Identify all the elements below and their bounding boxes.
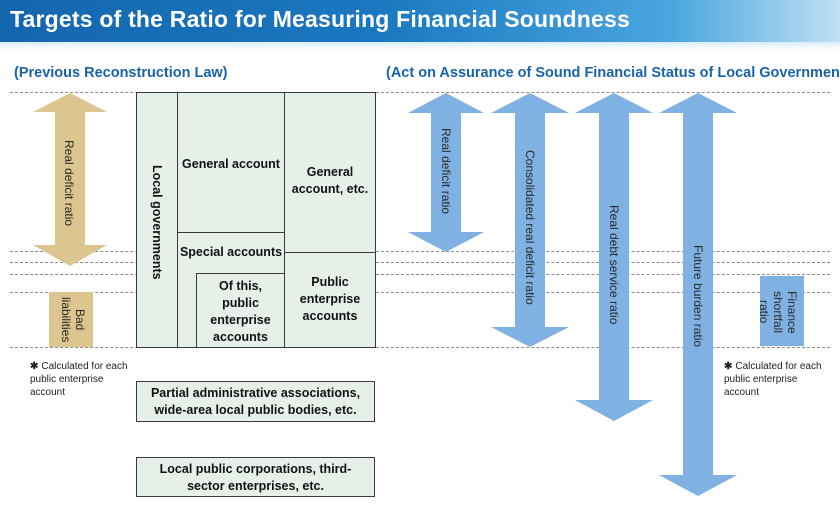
finance-shortfall-block xyxy=(760,276,804,346)
local-public-corporations-box xyxy=(136,457,375,497)
local-public-corporations-label: Local public corporations, third-sector … xyxy=(159,462,352,493)
header-band xyxy=(0,42,840,50)
real-debt-service-label: Real debt service ratio xyxy=(607,205,621,325)
consolidated-label: Consolidated real deficit ratio xyxy=(523,150,537,305)
header-bar: Targets of the Ratio for Measuring Finan… xyxy=(0,0,840,42)
of-this-public-enterprise-label: Of this, public enterprise accounts xyxy=(210,279,271,344)
public-enterprise-accounts-box xyxy=(284,252,376,348)
general-account-etc-label: General account, etc. xyxy=(291,165,369,196)
general-account-etc-box xyxy=(284,92,376,253)
right-note: ✱Calculated for each public enterprise a… xyxy=(724,360,834,399)
bad-liabilities-label: Bad liabilities xyxy=(59,297,87,343)
right-note-text: Calculated for each public enterprise ac… xyxy=(724,361,822,398)
dashed-line-bottom xyxy=(10,347,830,348)
local-governments-label: Local governments xyxy=(150,165,164,280)
dashed-line-general xyxy=(10,251,830,252)
partial-admin-label: Partial administrative associations, wid… xyxy=(150,386,361,417)
general-account-label: General account xyxy=(182,157,280,171)
left-real-deficit-label: Real deficit ratio xyxy=(62,140,76,227)
future-burden-label: Future burden ratio xyxy=(691,245,705,348)
of-this-public-enterprise-box xyxy=(196,273,285,348)
asterisk-icon: ✱ xyxy=(724,361,733,372)
public-enterprise-accounts-label: Public enterprise accounts xyxy=(299,275,361,323)
right-section-title: (Act on Assurance of Sound Financial Sta… xyxy=(386,65,840,81)
bad-liabilities-block xyxy=(49,292,93,347)
dashed-line-special xyxy=(10,262,830,263)
dashed-line-top xyxy=(10,92,830,93)
left-real-deficit-arrow xyxy=(33,93,107,266)
dashed-line-public xyxy=(10,274,830,275)
left-note: ✱Calculated for each public enterprise a… xyxy=(30,360,140,399)
left-note-text: Calculated for each public enterprise ac… xyxy=(30,361,128,398)
real-deficit-label: Real deficit ratio xyxy=(439,128,453,215)
special-accounts-label: Special accounts xyxy=(179,245,283,259)
real-debt-service-arrow xyxy=(575,93,653,421)
finance-shortfall-label: Finance shortfall ratio xyxy=(757,290,799,334)
partial-admin-box xyxy=(136,381,375,422)
page-title: Targets of the Ratio for Measuring Finan… xyxy=(10,6,630,32)
asterisk-icon: ✱ xyxy=(30,361,39,372)
real-deficit-arrow xyxy=(408,93,484,252)
left-section-title: (Previous Reconstruction Law) xyxy=(14,65,228,81)
general-account-box xyxy=(177,92,285,233)
dashed-line-enterprise xyxy=(10,292,830,293)
consolidated-arrow xyxy=(491,93,569,347)
future-burden-arrow xyxy=(659,93,737,496)
